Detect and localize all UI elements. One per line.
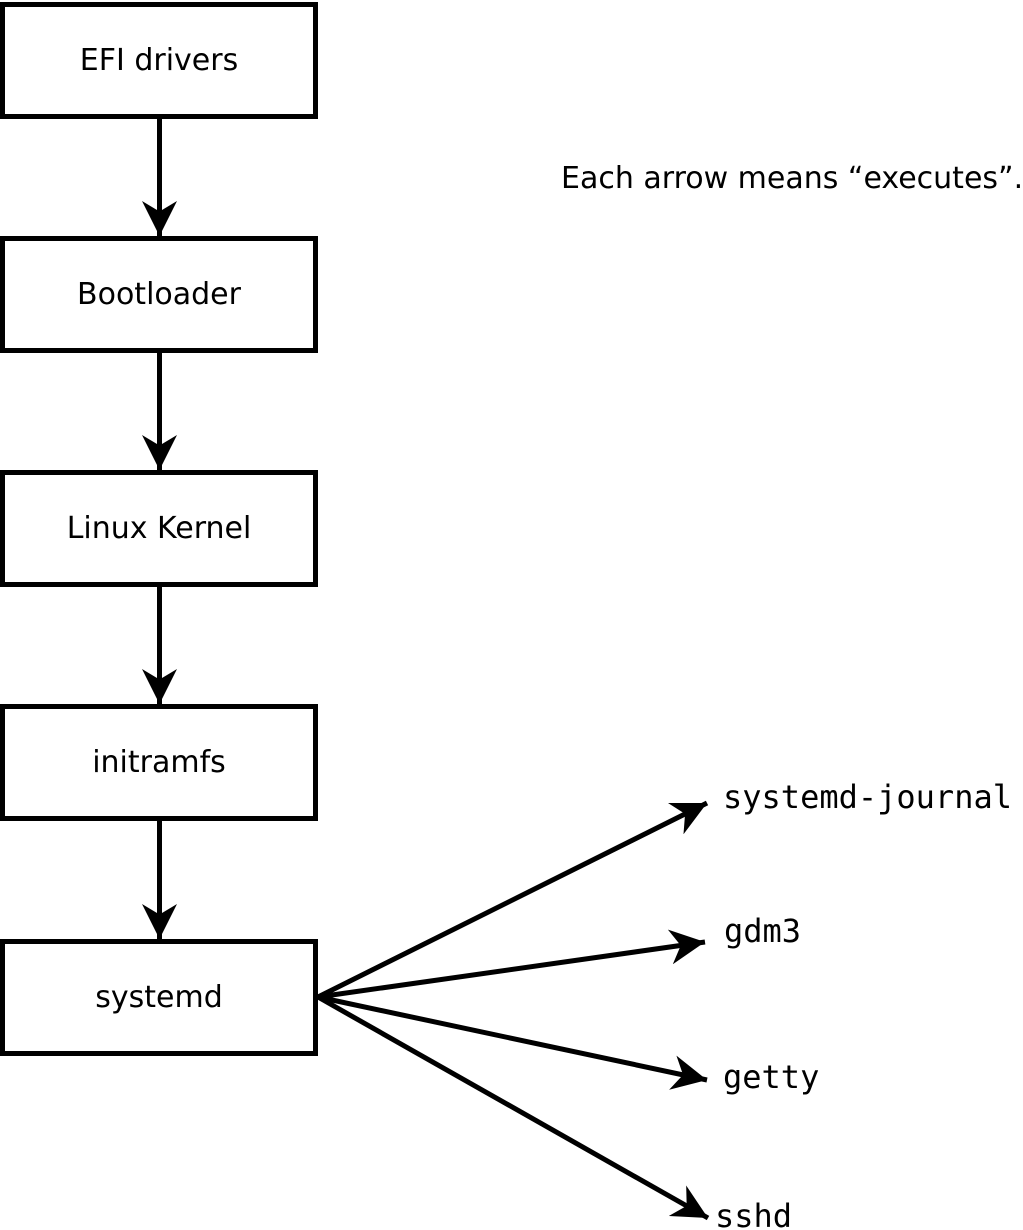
node-linux-kernel: Linux Kernel: [0, 470, 318, 587]
label-systemd-journal: systemd-journal: [723, 778, 1012, 816]
node-initramfs: initramfs: [0, 704, 318, 821]
node-bootloader-label: Bootloader: [77, 276, 241, 312]
node-initramfs-label: initramfs: [92, 744, 226, 780]
arrow-systemd-to-sshd: [316, 994, 710, 1221]
label-gdm3: gdm3: [724, 912, 802, 950]
arrow-systemd-to-gdm3: [317, 929, 706, 1000]
node-systemd-label: systemd: [95, 979, 223, 1015]
node-efi-drivers: EFI drivers: [0, 2, 318, 119]
label-getty: getty: [723, 1058, 820, 1096]
node-linux-kernel-label: Linux Kernel: [66, 510, 252, 546]
arrow-systemd-to-getty: [317, 994, 708, 1090]
arrow-systemd-to-journal: [316, 800, 709, 1000]
diagram-caption: Each arrow means “executes”.: [561, 161, 1023, 196]
node-bootloader: Bootloader: [0, 236, 318, 353]
node-systemd: systemd: [0, 939, 318, 1056]
node-efi-drivers-label: EFI drivers: [79, 42, 239, 78]
label-sshd: sshd: [715, 1197, 793, 1230]
